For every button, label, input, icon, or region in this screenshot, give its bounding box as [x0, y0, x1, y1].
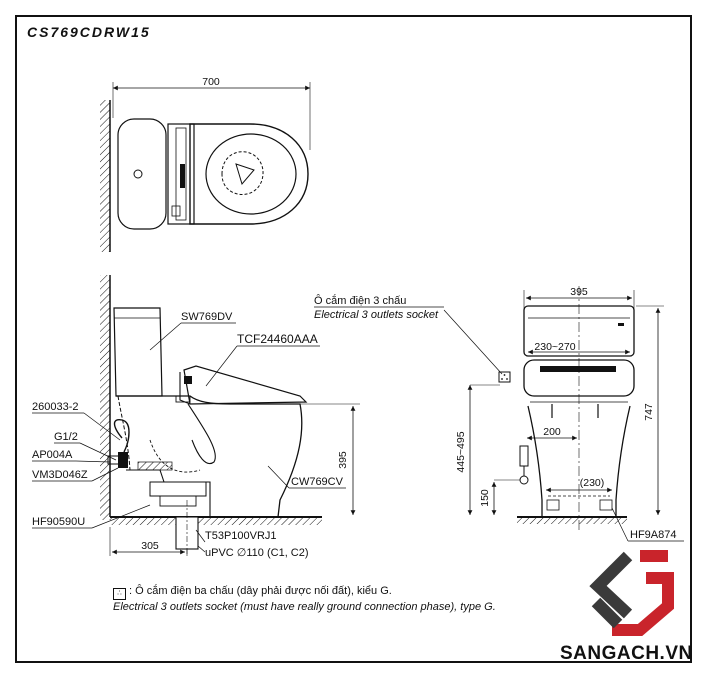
rough-in-dim: 305 [141, 540, 159, 552]
brand-logo [589, 550, 674, 636]
top-width-dim: 700 [202, 76, 220, 88]
base-width-dim: (230) [580, 477, 605, 489]
trapway [187, 403, 216, 464]
label-part-7: uPVC ∅110 (C1, C2) [205, 547, 309, 559]
side-wall-hatch [100, 275, 110, 520]
brand-text: SANGACH.VN [560, 643, 693, 664]
front-floor-hatch [517, 517, 627, 524]
label-part-front: HF9A874 [630, 529, 676, 541]
tank-side [113, 307, 163, 397]
stop-valve-icon [519, 475, 529, 485]
bowl-front [527, 405, 631, 517]
socket-symbol-icon: ∴ [113, 588, 126, 600]
socket-label-en: Electrical 3 outlets socket [314, 309, 439, 321]
seat-height-dim: 395 [337, 451, 349, 469]
label-part-6: T53P100VRJ1 [205, 530, 277, 542]
bowl-side [116, 395, 303, 518]
socket-icon [498, 371, 511, 383]
model-code: CS769CDRW15 [27, 24, 151, 40]
supply-offset-dim: 200 [543, 426, 561, 438]
bowl-top [189, 123, 309, 225]
legend-vi: : Ô cắm điện ba chấu (dây phải được nối … [129, 585, 392, 597]
drawing-frame [15, 15, 692, 663]
supply-height-dim: 445~495 [455, 431, 467, 472]
legend-en: Electrical 3 outlets socket (must have r… [113, 601, 496, 613]
label-part-2: G1/2 [54, 431, 78, 443]
total-height-dim: 747 [643, 403, 655, 421]
label-seat: TCF24460AAA [237, 332, 318, 346]
seat-range-dim: 230~270 [534, 341, 575, 353]
seat-side [183, 365, 308, 405]
label-part-5: HF90590U [32, 516, 85, 528]
top-view: 700 [100, 76, 311, 252]
label-tank: SW769DV [181, 311, 233, 323]
socket-label-vi: Ô cắm điện 3 chấu [314, 294, 406, 307]
label-part-4: VM3D046Z [32, 469, 88, 481]
label-part-3: AP004A [32, 449, 73, 461]
tank-top [117, 118, 167, 230]
flush-button-icon [133, 169, 143, 179]
legend-note: ∴: Ô cắm điện ba chấu (dây phải được nối… [113, 584, 496, 614]
label-part-1: 260033-2 [32, 401, 79, 413]
valve-height-dim: 150 [479, 489, 491, 507]
side-floor-hatch [110, 517, 322, 525]
side-view: 395 305 SW769DV TCF24460AAA CW769CV 2600… [32, 275, 360, 559]
label-bowl: CW769CV [291, 476, 344, 488]
front-view: Ô cắm điện 3 chấu Electrical 3 outlets s… [314, 286, 684, 542]
wall-hatch [100, 100, 110, 252]
